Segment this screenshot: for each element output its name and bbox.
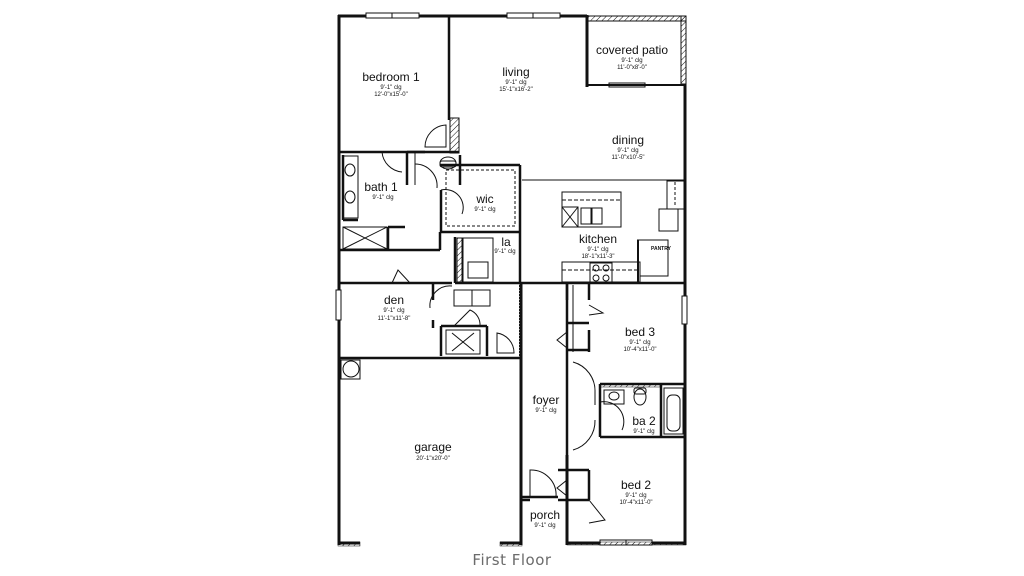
svg-text:20'-1"x20'-0": 20'-1"x20'-0" — [416, 456, 450, 462]
svg-text:living: living — [502, 65, 529, 79]
floor-caption: First Floor — [472, 551, 552, 569]
svg-text:9'-1" clg: 9'-1" clg — [474, 207, 495, 213]
svg-text:9'-1" clg: 9'-1" clg — [625, 493, 646, 499]
svg-text:bed 2: bed 2 — [621, 478, 651, 492]
fixtures — [340, 155, 685, 435]
svg-text:9'-1" clg: 9'-1" clg — [535, 408, 556, 414]
svg-text:9'-1" clg: 9'-1" clg — [587, 247, 608, 253]
svg-text:ba 2: ba 2 — [632, 414, 656, 428]
svg-text:9'-1" clg: 9'-1" clg — [633, 429, 654, 435]
covered-patio-structure — [585, 15, 687, 87]
svg-text:9'-1" clg: 9'-1" clg — [505, 80, 526, 86]
svg-text:dining: dining — [612, 133, 644, 147]
svg-text:11'-1"x11'-8": 11'-1"x11'-8" — [378, 316, 411, 322]
svg-text:wic: wic — [475, 192, 493, 206]
svg-text:9'-1" clg: 9'-1" clg — [380, 85, 401, 91]
svg-text:12'-0"x15'-0": 12'-0"x15'-0" — [374, 92, 408, 98]
doors — [381, 124, 625, 524]
svg-text:9'-1" clg: 9'-1" clg — [617, 148, 638, 154]
room-bath-2: ba 2 9'-1" clg — [632, 414, 656, 435]
room-foyer: foyer 9'-1" clg — [533, 393, 560, 414]
room-bed-2: bed 2 9'-1" clg 10'-4"x11'-0" — [619, 478, 652, 506]
svg-text:9'-1" clg: 9'-1" clg — [383, 308, 404, 314]
svg-text:9'-1" clg: 9'-1" clg — [621, 58, 642, 64]
svg-text:9'-1" clg: 9'-1" clg — [534, 523, 555, 529]
room-pantry: PANTRY — [651, 246, 672, 252]
room-bedroom-1: bedroom 1 9'-1" clg 12'-0"x15'-0" — [362, 70, 420, 98]
room-laundry: la 9'-1" clg — [494, 235, 515, 255]
svg-text:porch: porch — [530, 508, 560, 522]
room-dining: dining 9'-1" clg 11'-0"x10'-5" — [611, 133, 644, 161]
svg-text:bedroom 1: bedroom 1 — [362, 70, 420, 84]
room-porch: porch 9'-1" clg — [530, 508, 560, 529]
room-wic: wic 9'-1" clg — [474, 192, 495, 213]
svg-text:bed 3: bed 3 — [625, 325, 655, 339]
svg-text:covered patio: covered patio — [596, 43, 668, 57]
svg-text:la: la — [501, 235, 511, 249]
room-covered-patio: covered patio 9'-1" clg 11'-0"x8'-0" — [596, 43, 668, 71]
svg-text:9'-1" clg: 9'-1" clg — [629, 340, 650, 346]
room-bed-3: bed 3 9'-1" clg 10'-4"x11'-0" — [623, 325, 656, 353]
svg-text:foyer: foyer — [533, 393, 560, 407]
room-garage: garage 20'-1"x20'-0" — [414, 440, 452, 462]
room-den: den 9'-1" clg 11'-1"x11'-8" — [378, 293, 411, 322]
svg-text:11'-0"x10'-5": 11'-0"x10'-5" — [611, 155, 644, 161]
svg-text:10'-4"x11'-0": 10'-4"x11'-0" — [623, 347, 656, 353]
svg-text:9'-1" clg: 9'-1" clg — [372, 195, 393, 201]
room-bath-1: bath 1 9'-1" clg — [364, 180, 398, 201]
svg-text:18'-1"x11'-3": 18'-1"x11'-3" — [581, 254, 614, 260]
svg-text:9'-1" clg: 9'-1" clg — [494, 249, 515, 255]
svg-text:bath 1: bath 1 — [364, 180, 398, 194]
room-kitchen: kitchen 9'-1" clg 18'-1"x11'-3" — [579, 232, 617, 260]
svg-text:kitchen: kitchen — [579, 232, 617, 246]
svg-text:11'-0"x8'-0": 11'-0"x8'-0" — [617, 65, 647, 71]
svg-text:15'-1"x16'-2": 15'-1"x16'-2" — [499, 87, 533, 93]
room-living: living 9'-1" clg 15'-1"x16'-2" — [499, 65, 533, 93]
svg-text:den: den — [384, 293, 404, 307]
svg-text:10'-4"x11'-0": 10'-4"x11'-0" — [619, 500, 652, 506]
svg-text:garage: garage — [414, 440, 452, 454]
